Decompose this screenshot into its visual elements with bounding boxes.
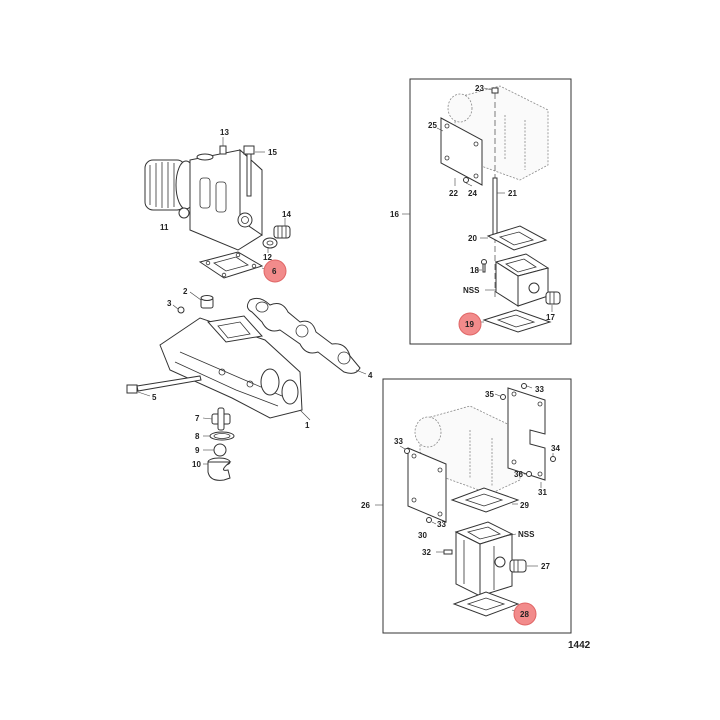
screw-35 — [494, 393, 506, 400]
hose-fitting-17 — [545, 291, 561, 312]
o-ring-9 — [203, 443, 227, 457]
gasket-19 — [478, 309, 552, 333]
label-33-left: 33 — [394, 437, 403, 446]
label-16: 16 — [390, 210, 399, 219]
label-5: 5 — [152, 393, 157, 402]
cover-plate-30 — [407, 447, 447, 523]
label-33-top: 33 — [535, 385, 544, 394]
label-29: 29 — [520, 501, 529, 510]
cap-2 — [189, 291, 214, 309]
cover-plate-22 — [436, 117, 483, 186]
spacer-block-nss-top — [485, 253, 550, 307]
hose-fitting-14 — [273, 218, 291, 239]
cover-plate-31 — [507, 387, 546, 488]
screw-24 — [463, 177, 473, 187]
elbow-fitting-10 — [203, 457, 232, 481]
label-35: 35 — [485, 390, 494, 399]
fitting-7 — [202, 407, 231, 431]
label-24: 24 — [468, 189, 477, 198]
label-8: 8 — [195, 432, 200, 441]
spacer-block-nss-bottom — [454, 521, 517, 597]
label-36: 36 — [514, 470, 523, 479]
label-19: 19 — [465, 320, 474, 329]
detail-frame-26 — [382, 378, 572, 634]
o-ring-8 — [203, 431, 235, 441]
label-1: 1 — [305, 421, 310, 430]
label-23: 23 — [475, 84, 484, 93]
label-34: 34 — [551, 444, 560, 453]
label-30: 30 — [418, 531, 427, 540]
label-27: 27 — [541, 562, 550, 571]
stud-32 — [436, 549, 453, 555]
label-32: 32 — [422, 548, 431, 557]
highlight-callout-28: 28 — [513, 602, 537, 626]
screw-33-top — [521, 383, 533, 389]
gasket-29 — [450, 487, 520, 513]
label-nss-top: NSS — [463, 286, 480, 295]
screw-33-lower — [426, 517, 437, 525]
label-21: 21 — [508, 189, 517, 198]
label-26: 26 — [361, 501, 370, 510]
label-15: 15 — [268, 148, 277, 157]
label-14: 14 — [282, 210, 291, 219]
label-12: 12 — [263, 253, 272, 262]
screw-34 — [550, 453, 556, 462]
detail-frame-16 — [409, 78, 572, 345]
hose-fitting-27 — [509, 559, 538, 573]
plug-13 — [219, 137, 227, 155]
label-2: 2 — [183, 287, 188, 296]
label-28: 28 — [520, 610, 529, 619]
highlight-callout-6: 6 — [263, 259, 287, 283]
label-7: 7 — [195, 414, 200, 423]
label-10: 10 — [192, 460, 201, 469]
label-11: 11 — [160, 223, 169, 232]
label-4: 4 — [368, 371, 373, 380]
manifold-gasket-4 — [246, 297, 367, 375]
screw-36 — [524, 471, 532, 477]
bolt-15 — [243, 145, 265, 197]
label-3: 3 — [167, 299, 172, 308]
gasket-20 — [480, 225, 548, 251]
label-33-lower: 33 — [437, 520, 446, 529]
label-22: 22 — [449, 189, 458, 198]
label-13: 13 — [220, 128, 229, 137]
label-nss-bottom: NSS — [518, 530, 535, 539]
highlight-callout-19: 19 — [458, 312, 482, 336]
screw-18 — [478, 259, 487, 273]
label-17: 17 — [546, 313, 555, 322]
label-6: 6 — [272, 267, 277, 276]
gasket-6 — [198, 251, 269, 279]
label-25: 25 — [428, 121, 437, 130]
heat-exchanger-cylinder — [144, 159, 197, 211]
figure-number: 1442 — [568, 640, 591, 651]
gasket-28 — [452, 591, 520, 617]
label-9: 9 — [195, 446, 200, 455]
screw-33-left — [399, 445, 410, 454]
plug-3 — [172, 304, 185, 314]
label-31: 31 — [538, 488, 547, 497]
label-20: 20 — [468, 234, 477, 243]
label-18: 18 — [470, 266, 479, 275]
exhaust-manifold-1 — [159, 315, 311, 421]
nut-12 — [262, 237, 278, 253]
bolt-5 — [126, 375, 202, 397]
